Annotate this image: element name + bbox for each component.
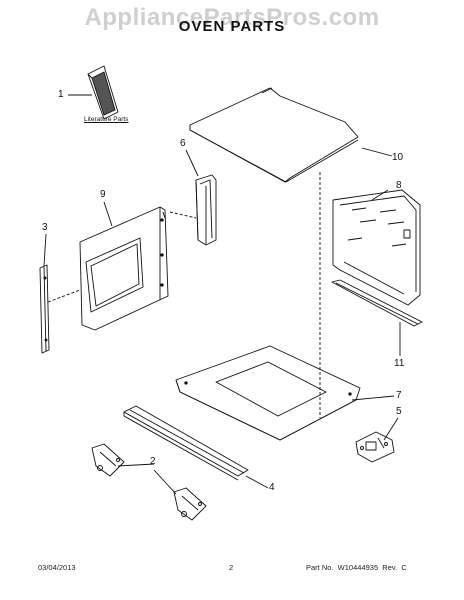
footer-page-number: 2 (229, 563, 234, 572)
footer-part-number: Part No. W10444935 Rev. C (306, 563, 407, 572)
callout-10: 10 (392, 152, 404, 163)
site-watermark: AppliancePartsPros.com (84, 4, 380, 31)
part-3-side-bracket (39, 264, 50, 354)
callout-2: 2 (150, 456, 156, 467)
footer-date: 03/04/2013 (38, 563, 76, 572)
callout-3: 3 (42, 222, 48, 233)
callout-4: 4 (269, 482, 275, 493)
callout-9: 9 (100, 189, 106, 200)
callout-7: 7 (396, 390, 402, 401)
callout-8: 8 (396, 180, 402, 191)
callout-5: 5 (396, 406, 402, 417)
part-1-literature-booklet (87, 65, 119, 120)
part-6-vertical-duct (195, 174, 217, 246)
callout-leaders (43, 94, 401, 495)
callout-6: 6 (180, 138, 186, 149)
part-11-rear-strip (331, 279, 423, 327)
part-10-top-panel (189, 87, 359, 183)
part-5-hinge-receiver (355, 431, 395, 463)
part-4-front-rail (123, 405, 249, 481)
part-7-bottom-panel (175, 345, 361, 441)
alignment-dashes (47, 172, 321, 418)
callout-11: 11 (394, 358, 405, 369)
callout-1: 1 (58, 89, 64, 100)
part-2-hinge-lower (173, 487, 207, 521)
part-9-side-panel (79, 206, 169, 331)
part-8-rear-panel (332, 189, 421, 306)
page-title: OVEN PARTS (178, 18, 286, 35)
part-2-hinge-upper (91, 443, 125, 477)
literature-parts-label: Literature Parts (84, 116, 129, 123)
